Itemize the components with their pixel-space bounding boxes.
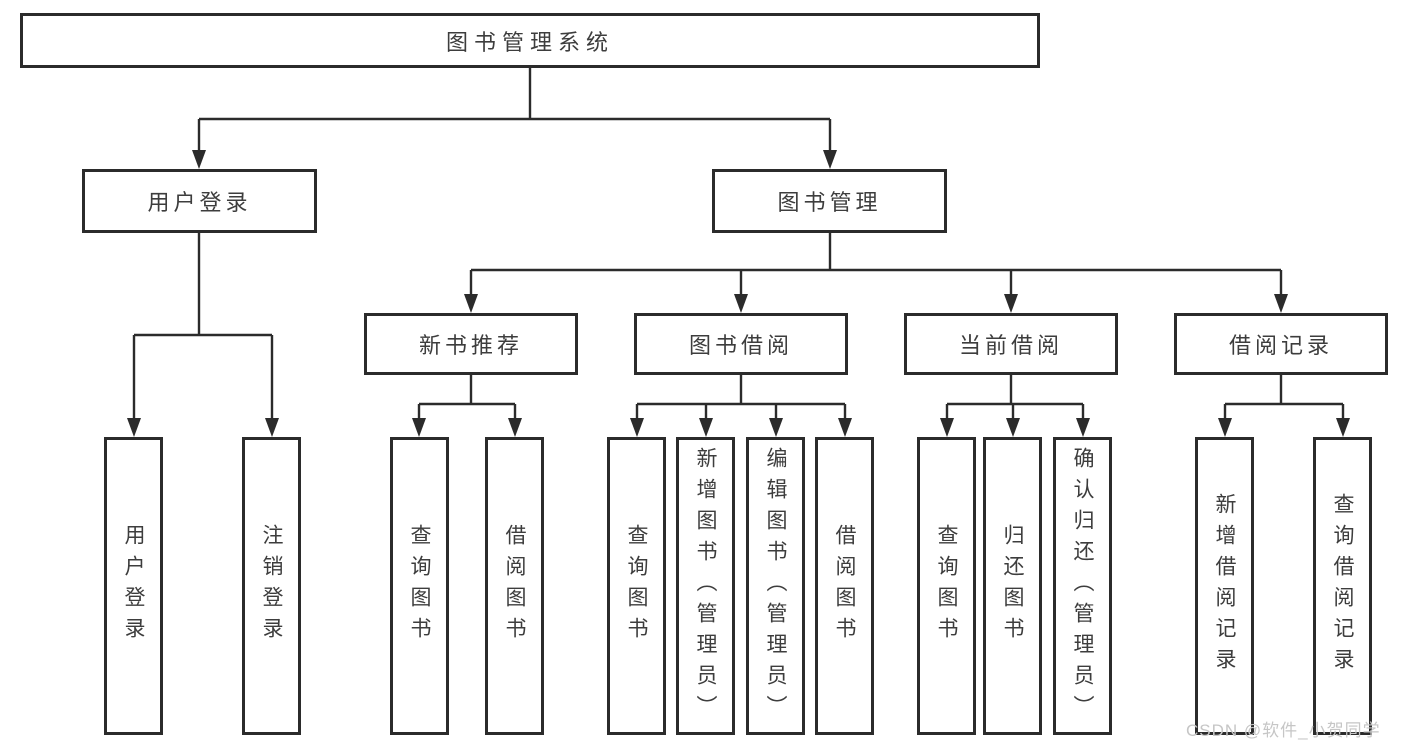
node-label: 借阅图书 [503,524,526,648]
node-label: 归还图书 [1001,524,1024,648]
node-library-system: 图书管理系统 [20,13,1040,68]
node-book-borrow: 图书借阅 [634,313,848,375]
leaf-logout: 注销登录 [242,437,301,735]
node-label: 确认归还（管理员） [1071,446,1094,726]
node-label: 新书推荐 [418,333,523,358]
node-label: 用户登录 [122,524,145,648]
leaf-add-book-admin: 新增图书（管理员） [676,437,735,735]
csdn-watermark: CSDN @软件_小贺同学 [1186,721,1381,740]
node-current-borrow: 当前借阅 [904,313,1118,375]
node-label: 查询借阅记录 [1331,493,1354,679]
leaf-query-borrow-record: 查询借阅记录 [1313,437,1372,735]
leaf-query-books-borrow: 查询图书 [607,437,666,735]
connector-root-to-level2 [192,68,837,169]
leaf-user-login: 用户登录 [104,437,163,735]
leaf-confirm-return-admin: 确认归还（管理员） [1053,437,1112,735]
node-book-management: 图书管理 [712,169,947,233]
node-label: 当前借阅 [958,333,1063,358]
node-label: 借阅图书 [833,524,856,648]
node-label: 查询图书 [935,524,958,648]
leaf-query-books-recommend: 查询图书 [390,437,449,735]
node-label: 借阅记录 [1228,333,1333,358]
node-label: 查询图书 [625,524,648,648]
connector-book-mgmt-to-level3 [464,233,1288,313]
leaf-borrow-books: 借阅图书 [815,437,874,735]
connector-new-book-recommend-to-leaves [412,375,522,437]
connector-current-borrow-to-leaves [940,375,1090,437]
node-label: 图书管理系统 [445,29,614,55]
node-label: 图书管理 [777,190,882,215]
node-label: 图书借阅 [688,333,793,358]
node-label: 查询图书 [408,524,431,648]
node-label: 编辑图书（管理员） [764,446,787,726]
connector-borrow-records-to-leaves [1218,375,1350,437]
node-label: 用户登录 [147,190,252,215]
node-label: 注销登录 [260,524,283,648]
node-user-login: 用户登录 [82,169,317,233]
node-label: 新增图书（管理员） [694,446,717,726]
node-label: 新增借阅记录 [1213,493,1236,679]
leaf-query-books-current: 查询图书 [917,437,976,735]
leaf-add-borrow-record: 新增借阅记录 [1195,437,1254,735]
node-new-book-recommend: 新书推荐 [364,313,578,375]
node-borrow-records: 借阅记录 [1174,313,1388,375]
connector-user-login-to-leaves [127,233,279,437]
leaf-borrow-books-recommend: 借阅图书 [485,437,544,735]
connector-book-borrow-to-leaves [630,375,852,437]
leaf-return-book: 归还图书 [983,437,1042,735]
leaf-edit-book-admin: 编辑图书（管理员） [746,437,805,735]
